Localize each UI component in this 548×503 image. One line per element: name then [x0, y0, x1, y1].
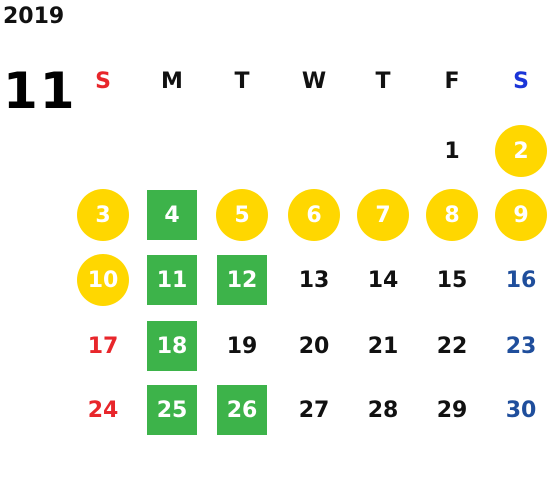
calendar-day[interactable]: 6	[288, 189, 340, 241]
calendar-day[interactable]: 11	[147, 255, 197, 305]
calendar-day[interactable]: 23	[505, 333, 537, 359]
calendar-day[interactable]: 16	[505, 267, 537, 293]
calendar-day[interactable]: 4	[147, 190, 197, 240]
calendar-day[interactable]: 5	[216, 189, 268, 241]
calendar-day[interactable]: 29	[436, 397, 468, 423]
calendar-day[interactable]: 1	[444, 138, 460, 164]
calendar-day[interactable]: 24	[87, 397, 119, 423]
calendar-day[interactable]: 19	[226, 333, 258, 359]
calendar-day[interactable]: 25	[147, 385, 197, 435]
weekday-header: F	[444, 68, 460, 94]
weekday-header: T	[375, 68, 391, 94]
calendar-day[interactable]: 13	[298, 267, 330, 293]
weekday-header: M	[161, 68, 183, 94]
calendar-day[interactable]: 21	[367, 333, 399, 359]
weekday-header: S	[513, 68, 529, 94]
calendar-day[interactable]: 27	[298, 397, 330, 423]
calendar-day[interactable]: 7	[357, 189, 409, 241]
calendar-day[interactable]: 30	[505, 397, 537, 423]
calendar-year: 2019	[3, 4, 65, 29]
calendar-day[interactable]: 8	[426, 189, 478, 241]
calendar-day[interactable]: 9	[495, 189, 547, 241]
weekday-header: S	[95, 68, 111, 94]
calendar-day[interactable]: 18	[147, 321, 197, 371]
calendar-day[interactable]: 3	[77, 189, 129, 241]
weekday-header: T	[234, 68, 250, 94]
calendar-day[interactable]: 22	[436, 333, 468, 359]
calendar-day[interactable]: 15	[436, 267, 468, 293]
calendar-day[interactable]: 20	[298, 333, 330, 359]
calendar-day[interactable]: 10	[77, 254, 129, 306]
calendar-day[interactable]: 17	[87, 333, 119, 359]
calendar-day[interactable]: 26	[217, 385, 267, 435]
calendar-day[interactable]: 2	[495, 125, 547, 177]
weekday-header: W	[301, 68, 327, 94]
calendar-day[interactable]: 14	[367, 267, 399, 293]
calendar-month: 11	[3, 62, 77, 120]
calendar-day[interactable]: 28	[367, 397, 399, 423]
calendar-day[interactable]: 12	[217, 255, 267, 305]
